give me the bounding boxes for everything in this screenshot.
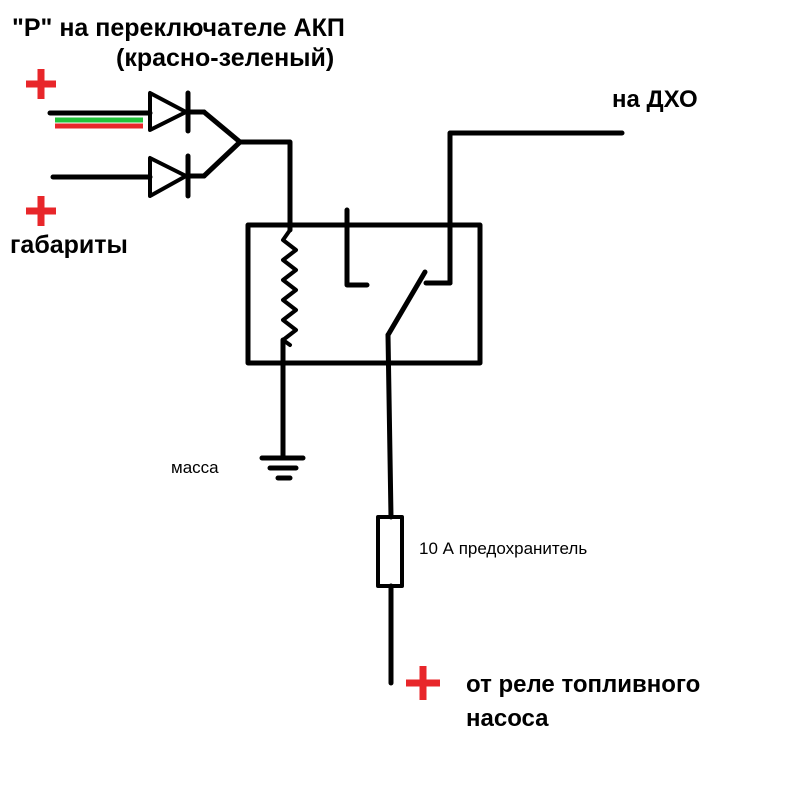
plus-icon-top [26, 69, 56, 99]
relay-switch-arm [385, 269, 428, 338]
parking-lights-label: габариты [10, 231, 128, 259]
title-line1: "P" на переключателе АКП [12, 14, 345, 42]
fuse-icon [376, 515, 404, 588]
source-label-line2: насоса [466, 705, 549, 732]
title-line2: (красно-зеленый) [116, 44, 334, 72]
source-label-line1: от реле топливного [466, 671, 700, 698]
plus-icon-fuel-pump [406, 666, 440, 700]
fuse-label: 10 А предохранитель [419, 539, 587, 558]
ground-icon [259, 455, 306, 481]
relay-fixed-contact [344, 207, 370, 288]
relay-box [245, 222, 483, 366]
fuse-upper-wire [385, 332, 394, 520]
diode-merge-wire [201, 109, 243, 179]
drl-output-wire [447, 130, 625, 286]
ground-label: масса [171, 458, 219, 477]
drl-label: на ДХО [612, 86, 698, 113]
diode-icon-top [148, 90, 207, 134]
plus-icon-lights [26, 196, 56, 226]
diode-icon-bottom [148, 153, 207, 199]
coil-icon [281, 228, 298, 347]
coil-feed-wire [237, 139, 293, 233]
